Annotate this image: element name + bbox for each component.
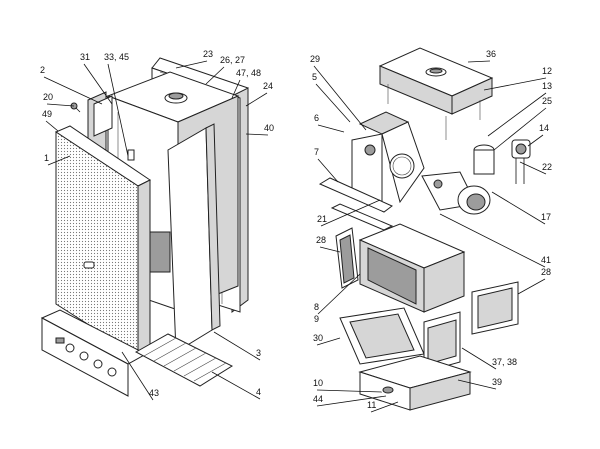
leader-line-c21	[320, 199, 381, 227]
leader-line-c2	[43, 76, 103, 105]
leader-line-c3345	[107, 63, 129, 157]
callout-label-c31: 31	[80, 52, 90, 62]
leader-line-c13	[487, 92, 547, 137]
leader-line-c28a	[319, 246, 341, 253]
leader-line-c10	[316, 389, 383, 393]
leader-line-c3	[213, 331, 261, 361]
lower-frame	[339, 307, 461, 373]
callout-label-c6: 6	[314, 113, 319, 123]
leader-line-c41	[439, 213, 546, 268]
callout-label-c28b: 28	[541, 267, 551, 277]
leader-line-c4	[211, 371, 261, 400]
callout-label-c24: 24	[263, 81, 273, 91]
leader-line-c43	[121, 351, 154, 401]
callout-label-c2627: 26, 27	[220, 55, 245, 65]
callout-label-c10: 10	[313, 378, 323, 388]
callout-label-c14: 14	[539, 123, 549, 133]
leader-line-c40	[245, 133, 269, 136]
control-panel	[40, 309, 148, 397]
callout-label-c4748: 47, 48	[236, 68, 261, 78]
callout-label-c25: 25	[542, 96, 552, 106]
callout-label-c28a: 28	[316, 235, 326, 245]
leader-line-c89	[317, 273, 361, 315]
leader-line-c31	[83, 63, 113, 105]
callout-label-c41: 41	[541, 255, 551, 265]
callout-label-c36: 36	[486, 49, 496, 59]
leader-line-c14	[527, 134, 544, 147]
bottom-grille	[134, 333, 234, 387]
callout-label-c43: 43	[149, 388, 159, 398]
leader-line-c24	[245, 92, 268, 107]
callout-label-c3345: 33, 45	[104, 52, 129, 62]
right-assembly	[318, 47, 531, 411]
leader-line-c44	[316, 395, 387, 407]
left-assembly	[40, 57, 249, 397]
callout-label-c5: 5	[312, 72, 317, 82]
callout-label-c3: 3	[256, 348, 261, 358]
callout-label-c7: 7	[314, 147, 319, 157]
callout-label-c21: 21	[317, 214, 327, 224]
leader-line-c49	[45, 120, 59, 132]
leader-line-c3738	[461, 347, 497, 370]
leader-line-c4748	[231, 79, 241, 99]
callout-label-c17: 17	[541, 212, 551, 222]
right-side-panel	[167, 123, 221, 353]
callout-label-c4: 4	[256, 387, 261, 397]
callout-label-c39: 39	[492, 377, 502, 387]
callout-label-c11: 11	[367, 400, 376, 410]
leader-lines	[43, 60, 547, 413]
leader-line-c23	[175, 60, 208, 69]
chamber-box	[358, 223, 466, 313]
leader-line-c20	[46, 103, 75, 107]
bracket-bar	[318, 177, 394, 231]
leader-line-c7	[317, 158, 339, 183]
leader-line-c6	[317, 124, 345, 133]
callout-label-c29: 29	[310, 54, 320, 64]
callout-label-c22: 22	[542, 162, 552, 172]
screw-icon	[70, 102, 81, 113]
leader-line-c25	[493, 107, 547, 151]
fan-assembly	[421, 144, 495, 215]
leader-line-c30	[316, 337, 341, 346]
leader-line-c36	[467, 60, 491, 63]
callout-label-c49: 49	[42, 109, 52, 119]
callout-label-c40: 40	[264, 123, 274, 133]
side-insulation-right	[471, 281, 519, 335]
leader-line-c28b	[517, 278, 546, 295]
base-tray	[358, 355, 472, 411]
leader-line-c11	[370, 401, 399, 413]
leader-line-c1	[47, 155, 71, 166]
leader-line-c22	[519, 161, 547, 175]
callout-label-c30: 30	[313, 333, 323, 343]
front-door	[54, 125, 151, 357]
callout-label-c12: 12	[542, 66, 552, 76]
top-hood	[378, 47, 494, 140]
callout-label-c3738: 37, 38	[492, 357, 517, 367]
pressure-switch	[511, 139, 531, 184]
callout-label-c20: 20	[43, 92, 53, 102]
leader-line-c29	[313, 65, 367, 131]
leader-line-c39	[457, 379, 497, 390]
chamber-body	[106, 71, 240, 311]
callout-label-c1: 1	[44, 153, 49, 163]
callout-label-c13: 13	[542, 81, 552, 91]
side-insulation-left	[335, 227, 359, 289]
callout-label-c23: 23	[203, 49, 213, 59]
leader-line-c12	[483, 77, 547, 91]
leader-line-c5	[315, 83, 351, 123]
leader-line-c17	[491, 191, 546, 225]
callout-label-c44: 44	[313, 394, 323, 404]
callout-label-c2: 2	[40, 65, 45, 75]
leader-line-c2627	[205, 66, 225, 85]
